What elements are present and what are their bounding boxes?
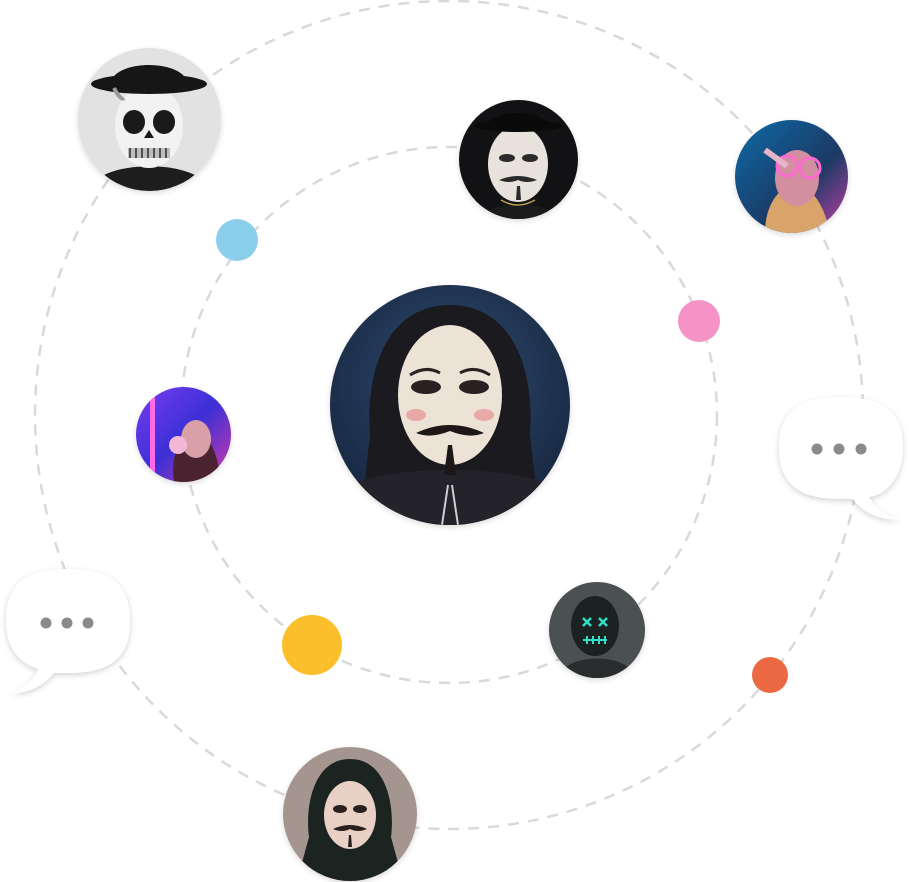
- neon-glasses-icon: [735, 120, 848, 233]
- chat-bubble-right: [775, 393, 907, 523]
- blue-dot: [216, 219, 258, 261]
- avatar-anonymous-mask-hoodie[interactable]: [283, 747, 417, 881]
- avatar-bubblegum-woman[interactable]: [136, 387, 231, 482]
- chat-bubble-left: [2, 565, 134, 697]
- orange-dot: [752, 657, 788, 693]
- neon-purge-mask-icon: [549, 582, 645, 678]
- guy-fawkes-mask-icon: [459, 100, 578, 219]
- typing-dots-icon: [779, 397, 903, 520]
- pink-dot: [678, 300, 720, 342]
- center-avatar-anonymous-mask[interactable]: [330, 285, 570, 525]
- bubblegum-portrait-icon: [136, 387, 231, 482]
- avatar-neon-glasses-woman[interactable]: [735, 120, 848, 233]
- yellow-dot: [282, 615, 342, 675]
- avatar-skull-face-paint[interactable]: [78, 48, 221, 191]
- skull-makeup-icon: [78, 48, 221, 191]
- avatar-anonymous-mask-hat[interactable]: [459, 100, 578, 219]
- typing-dots-icon: [6, 569, 130, 693]
- avatar-neon-purge-mask[interactable]: [549, 582, 645, 678]
- guy-fawkes-mask-hoodie-icon: [283, 747, 417, 881]
- guy-fawkes-mask-hood-icon: [330, 285, 570, 525]
